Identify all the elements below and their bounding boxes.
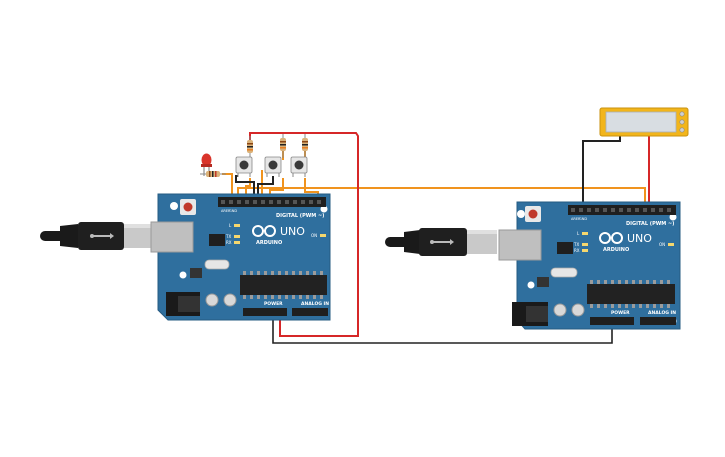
red-led[interactable] (201, 153, 212, 177)
left-model-text: UNO (280, 225, 305, 238)
left-power-label: POWER (264, 301, 283, 307)
push-button-1[interactable] (235, 156, 253, 177)
left-tx-label: TX (225, 234, 231, 239)
left-logo-text: ARDUINO (256, 240, 282, 246)
left-rx-label: RX (226, 240, 232, 245)
right-model-text: UNO (627, 232, 652, 245)
left-l-label: L (229, 223, 232, 228)
resistor-button-3[interactable] (302, 134, 308, 158)
left-status-leds: L TX RX ON (225, 223, 326, 245)
usb-logo-icon (90, 233, 114, 239)
left-analog-label: ANALOG IN (301, 301, 329, 307)
wire-black-lcd[interactable] (582, 136, 621, 208)
push-button-3[interactable] (290, 156, 308, 177)
right-aref-label: AREF (571, 217, 580, 221)
right-tx-label: TX (573, 242, 579, 247)
right-l-label: L (577, 231, 580, 236)
usb-logo-icon (430, 239, 454, 245)
right-on-label: ON (659, 242, 665, 247)
right-logo-text: ARDUINO (603, 247, 629, 253)
resistor-button-1[interactable] (247, 136, 253, 158)
left-aref-label: AREF (221, 209, 230, 213)
lcd-display[interactable] (599, 107, 689, 137)
arduino-logo-icon (599, 232, 623, 244)
right-digital-label: DIGITAL (PWM ~) (626, 221, 674, 227)
right-status-leds: L TX RX ON (573, 231, 674, 253)
wire-red-power[interactable] (249, 132, 359, 337)
left-on-label: ON (311, 233, 317, 238)
wire-black-button-left[interactable] (235, 175, 255, 200)
arduino-uno-right[interactable]: AREF GND DIGITAL (PWM ~) L TX RX ON ARDU… (385, 201, 681, 330)
left-digital-label: DIGITAL (PWM ~) (276, 213, 324, 219)
usb-cable-right[interactable] (385, 228, 497, 256)
arduino-uno-left[interactable]: AREF GND DIGITAL (PWM ~) L TX RX ON ARDU… (40, 193, 331, 321)
wire-black-ground[interactable] (272, 312, 613, 344)
resistor-led[interactable] (200, 171, 226, 177)
arduino-logo-icon (252, 225, 276, 237)
wire-black-button-mid[interactable] (257, 176, 274, 200)
right-rx-label: RX (574, 248, 580, 253)
right-analog-label: ANALOG IN (648, 310, 676, 316)
wires (222, 132, 650, 344)
push-button-2[interactable] (264, 156, 282, 177)
right-gnd-label: GND (579, 217, 587, 221)
resistor-button-2[interactable] (280, 134, 286, 158)
left-gnd-label: GND (229, 209, 237, 213)
right-power-label: POWER (611, 310, 630, 316)
usb-cable-left[interactable] (40, 222, 154, 250)
